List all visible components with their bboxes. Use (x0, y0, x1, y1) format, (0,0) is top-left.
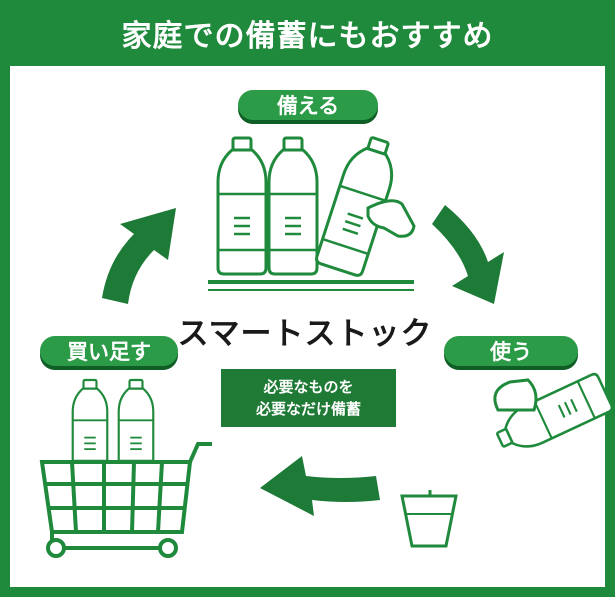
hand-icon (366, 199, 416, 238)
note-line-2: 必要なだけ備蓄 (255, 400, 361, 418)
step-buy-label: 買い足す (40, 336, 178, 366)
shopping-cart-icon (39, 442, 212, 558)
step-stock-label: 備える (238, 90, 378, 120)
cycle-arrow-icon (432, 205, 504, 304)
bottle-icon (267, 136, 319, 276)
bottle-icon (216, 136, 268, 276)
hand-icon (493, 378, 538, 412)
note-box: 必要なものを 必要なだけ備蓄 (221, 369, 396, 427)
note-line-1: 必要なものを (263, 378, 354, 396)
center-title: スマートストック (177, 316, 433, 352)
glass-icon (400, 494, 458, 548)
step-use-label: 使う (444, 336, 578, 366)
cycle-arrow-icon (102, 208, 176, 304)
header-title: 家庭での備蓄にもおすすめ (0, 0, 615, 66)
cycle-arrow-icon (260, 456, 380, 516)
